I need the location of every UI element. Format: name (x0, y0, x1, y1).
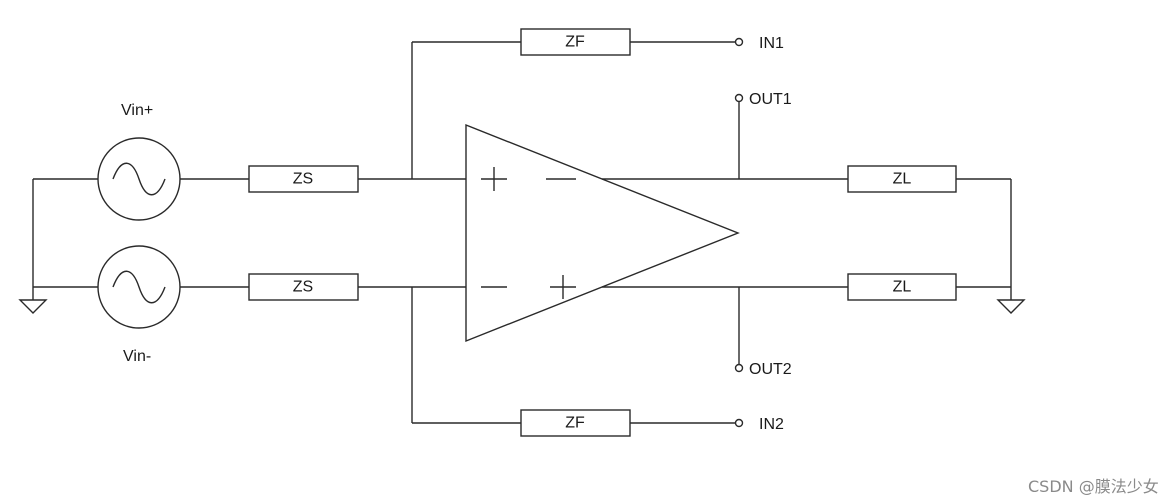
label-vin-plus: Vin+ (121, 102, 153, 119)
label-zs-top: ZS (293, 171, 313, 188)
label-vin-minus: Vin- (123, 348, 151, 365)
label-zl-top: ZL (893, 171, 912, 188)
top-output-wiring (602, 102, 1011, 180)
left-ground-rail (32, 178, 98, 300)
label-zs-bottom: ZS (293, 279, 313, 296)
watermark-text: CSDN @膜法少女 (1028, 477, 1159, 496)
voltage-source-top (97, 137, 181, 221)
terminal-in2 (734, 418, 744, 428)
top-feedback-wiring (411, 41, 735, 179)
voltage-source-bottom (97, 245, 181, 329)
bottom-output-wiring (602, 286, 1011, 364)
label-in2: IN2 (759, 416, 784, 433)
resistor-zf-top: ZF (520, 28, 631, 56)
bottom-feedback-wiring (411, 287, 735, 424)
label-zf-bottom: ZF (565, 415, 585, 432)
label-zf-top: ZF (565, 34, 585, 51)
resistor-zl-top: ZL (847, 165, 957, 193)
ground-symbol-left (18, 299, 48, 314)
label-in1: IN1 (759, 35, 784, 52)
terminal-in1 (734, 37, 744, 47)
terminal-out2 (734, 363, 744, 373)
label-out1: OUT1 (749, 91, 792, 108)
resistor-zs-bottom: ZS (248, 273, 359, 301)
ground-symbol-right (996, 299, 1026, 314)
terminal-out1 (734, 93, 744, 103)
label-out2: OUT2 (749, 361, 792, 378)
label-zl-bottom: ZL (893, 279, 912, 296)
differential-amplifier (465, 123, 740, 343)
resistor-zs-top: ZS (248, 165, 359, 193)
resistor-zf-bottom: ZF (520, 409, 631, 437)
resistor-zl-bottom: ZL (847, 273, 957, 301)
